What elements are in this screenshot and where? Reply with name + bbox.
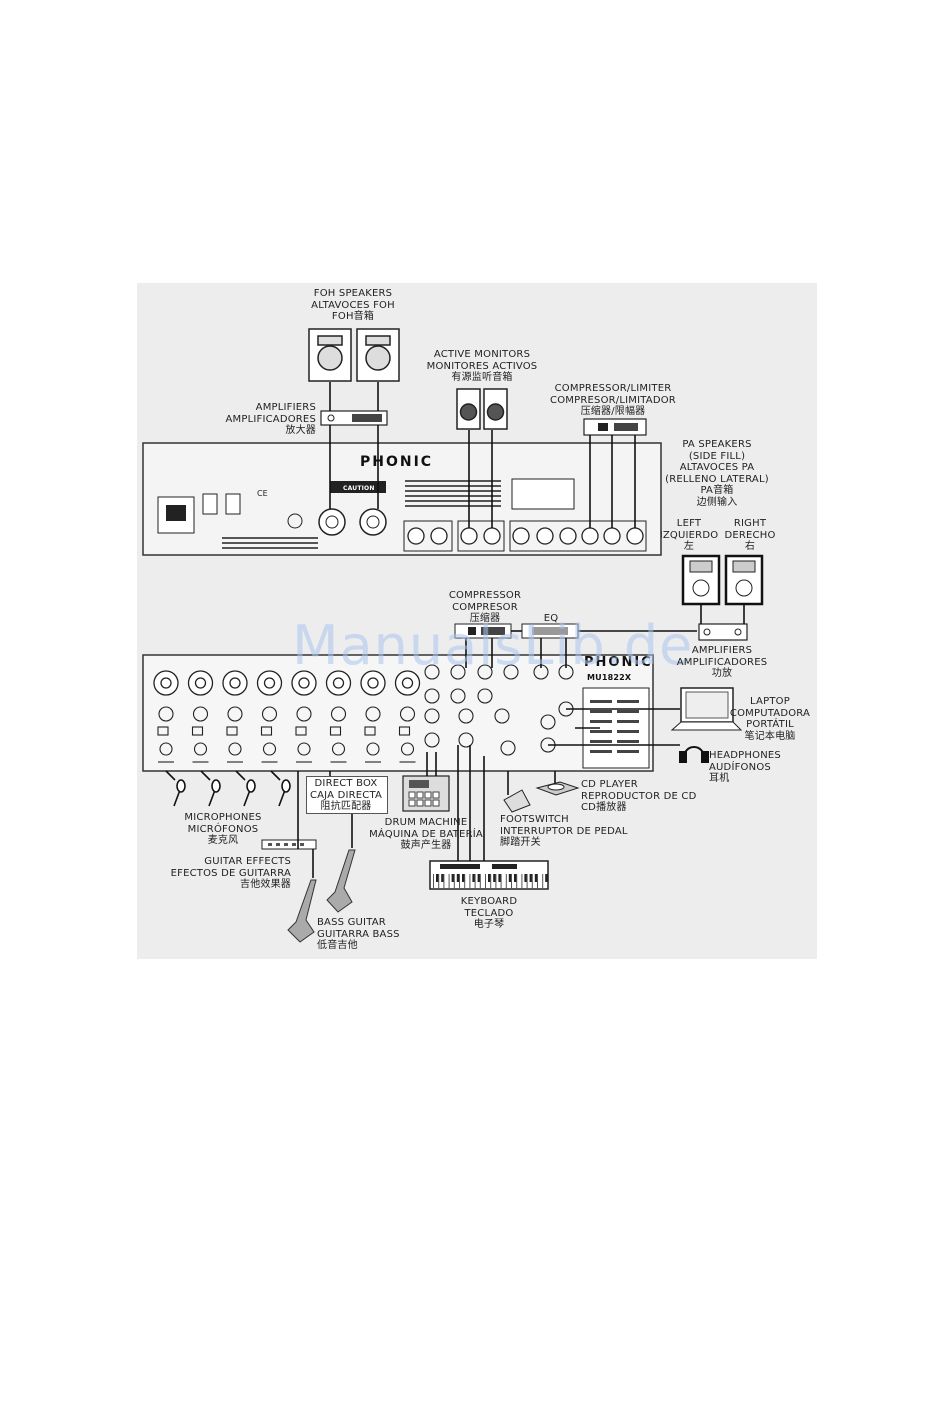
foh-speakers xyxy=(308,328,400,382)
microphones-group xyxy=(165,770,291,807)
amplifier-top xyxy=(320,410,388,426)
footswitch-device xyxy=(503,789,531,813)
caution-label: CAUTION xyxy=(343,485,375,492)
bass-guitars xyxy=(287,849,356,943)
cd-player-device xyxy=(535,781,580,796)
eq-label: EQ xyxy=(543,613,559,624)
mixer-rear-panel: CE xyxy=(142,442,662,556)
pa-speakers-label: PA SPEAKERS(SIDE FILL)ALTAVOCES PA (RELL… xyxy=(665,439,769,508)
rear-brand-logo: PHONIC xyxy=(360,454,434,470)
watermark: ManualsLib.de xyxy=(292,614,694,677)
headphones-device xyxy=(679,746,709,763)
guitar-effects-device xyxy=(261,839,317,850)
svg-text:CE: CE xyxy=(257,489,268,498)
front-brand-logo: PHONIC xyxy=(584,655,653,670)
model-name: MU1822X xyxy=(587,673,632,682)
laptop-device xyxy=(670,687,743,731)
amplifier-bottom xyxy=(698,623,748,641)
compressor-limiter-unit xyxy=(583,418,647,436)
drum-machine-device xyxy=(402,775,450,812)
keyboard-device xyxy=(429,860,549,890)
direct-box-frame xyxy=(306,776,388,814)
active-monitors xyxy=(456,388,508,430)
